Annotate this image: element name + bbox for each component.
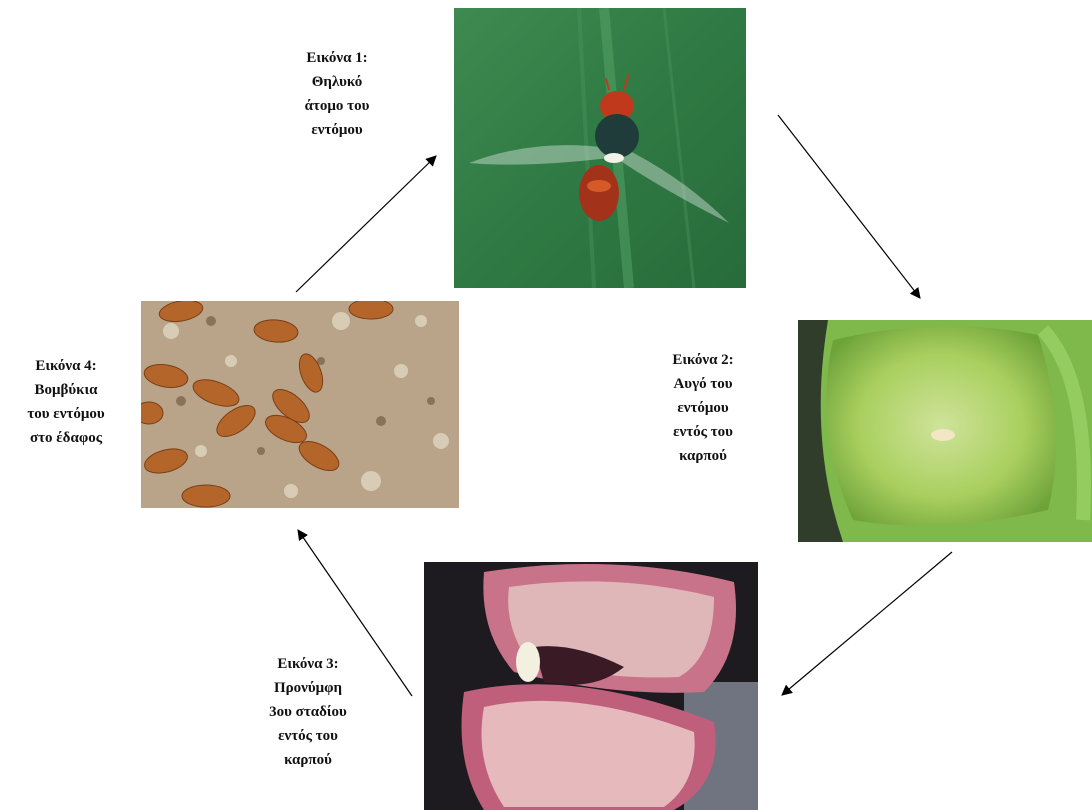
caption-1-line: εντόμου [282, 118, 392, 142]
caption-4-line: του εντόμου [0, 402, 132, 426]
caption-1-line: άτομο του [282, 94, 392, 118]
caption-2-line: καρπού [638, 444, 768, 468]
caption-3-line: Προνύμφη [243, 676, 373, 700]
caption-3-line: εντός του [243, 724, 373, 748]
caption-2-line: εντός του [638, 420, 768, 444]
caption-3-line: καρπού [243, 748, 373, 772]
egg-in-fruit-photo [798, 320, 1092, 542]
larva-in-fruit-photo [424, 562, 758, 810]
caption-2-title: Εικόνα 2: [638, 348, 768, 372]
caption-3-line: 3ου σταδίου [243, 700, 373, 724]
caption-1: Εικόνα 1: Θηλυκό άτομο του εντόμου [282, 46, 392, 142]
pupae-on-soil-photo [141, 301, 459, 508]
caption-3-title: Εικόνα 3: [243, 652, 373, 676]
caption-3: Εικόνα 3: Προνύμφη 3ου σταδίου εντός του… [243, 652, 373, 772]
caption-4: Εικόνα 4: Βομβύκια του εντόμου στο έδαφο… [0, 354, 132, 450]
caption-1-title: Εικόνα 1: [282, 46, 392, 70]
caption-2: Εικόνα 2: Αυγό του εντόμου εντός του καρ… [638, 348, 768, 468]
arrow-1-to-2 [778, 115, 920, 298]
caption-2-line: εντόμου [638, 396, 768, 420]
arrow-2-to-3 [782, 552, 952, 695]
caption-4-line: Βομβύκια [0, 378, 132, 402]
caption-4-title: Εικόνα 4: [0, 354, 132, 378]
caption-2-line: Αυγό του [638, 372, 768, 396]
fly-photo [454, 8, 746, 288]
caption-4-line: στο έδαφος [0, 426, 132, 450]
arrow-4-to-1 [296, 156, 436, 292]
caption-1-line: Θηλυκό [282, 70, 392, 94]
